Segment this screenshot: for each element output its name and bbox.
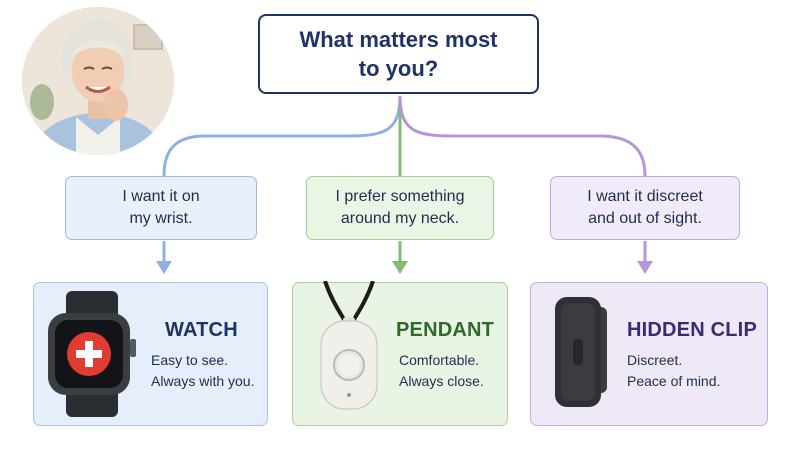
senior-woman-portrait — [22, 7, 174, 155]
option-desc-line-1: Discreet. — [627, 352, 683, 368]
preference-line-2: and out of sight. — [588, 210, 702, 227]
smartwatch-medical-icon — [48, 291, 136, 417]
option-title: HIDDEN CLIP — [627, 319, 757, 341]
option-description: Comfortable. Always close. — [399, 350, 484, 392]
option-card-watch[interactable]: WATCH Easy to see. Always with you. — [33, 282, 268, 426]
option-description: Discreet. Peace of mind. — [627, 350, 720, 392]
option-title: PENDANT — [396, 319, 495, 341]
arrow-down-icon — [637, 261, 653, 274]
preference-wrist[interactable]: I want it on my wrist. — [65, 176, 257, 240]
arrow-down-icon — [156, 261, 172, 274]
option-desc-line-1: Easy to see. — [151, 352, 229, 368]
option-description: Easy to see. Always with you. — [151, 350, 254, 392]
option-desc-line-1: Comfortable. — [399, 352, 480, 368]
preference-line-2: around my neck. — [340, 210, 460, 227]
option-title: WATCH — [165, 319, 238, 341]
preference-line-2: my wrist. — [129, 210, 193, 227]
question-line-2: to you? — [358, 56, 439, 81]
option-desc-line-2: Always close. — [399, 373, 484, 389]
option-card-pendant[interactable]: PENDANT Comfortable. Always close. — [292, 281, 508, 426]
preference-discreet[interactable]: I want it discreet and out of sight. — [550, 176, 740, 240]
preference-line-1: I want it on — [122, 188, 200, 205]
option-desc-line-2: Peace of mind. — [627, 373, 721, 389]
preference-neck[interactable]: I prefer something around my neck. — [306, 176, 494, 240]
option-desc-line-2: Always with you. — [151, 373, 255, 389]
preference-line-1: I want it discreet — [587, 188, 703, 205]
arrow-down-icon — [392, 261, 408, 274]
option-card-hidden-clip[interactable]: HIDDEN CLIP Discreet. Peace of mind. — [530, 282, 768, 426]
pendant-button-icon — [320, 281, 378, 410]
question-line-1: What matters most — [299, 27, 498, 52]
clip-device-icon — [555, 297, 607, 407]
preference-line-1: I prefer something — [335, 188, 465, 205]
question-box: What matters most to you? — [258, 14, 539, 94]
